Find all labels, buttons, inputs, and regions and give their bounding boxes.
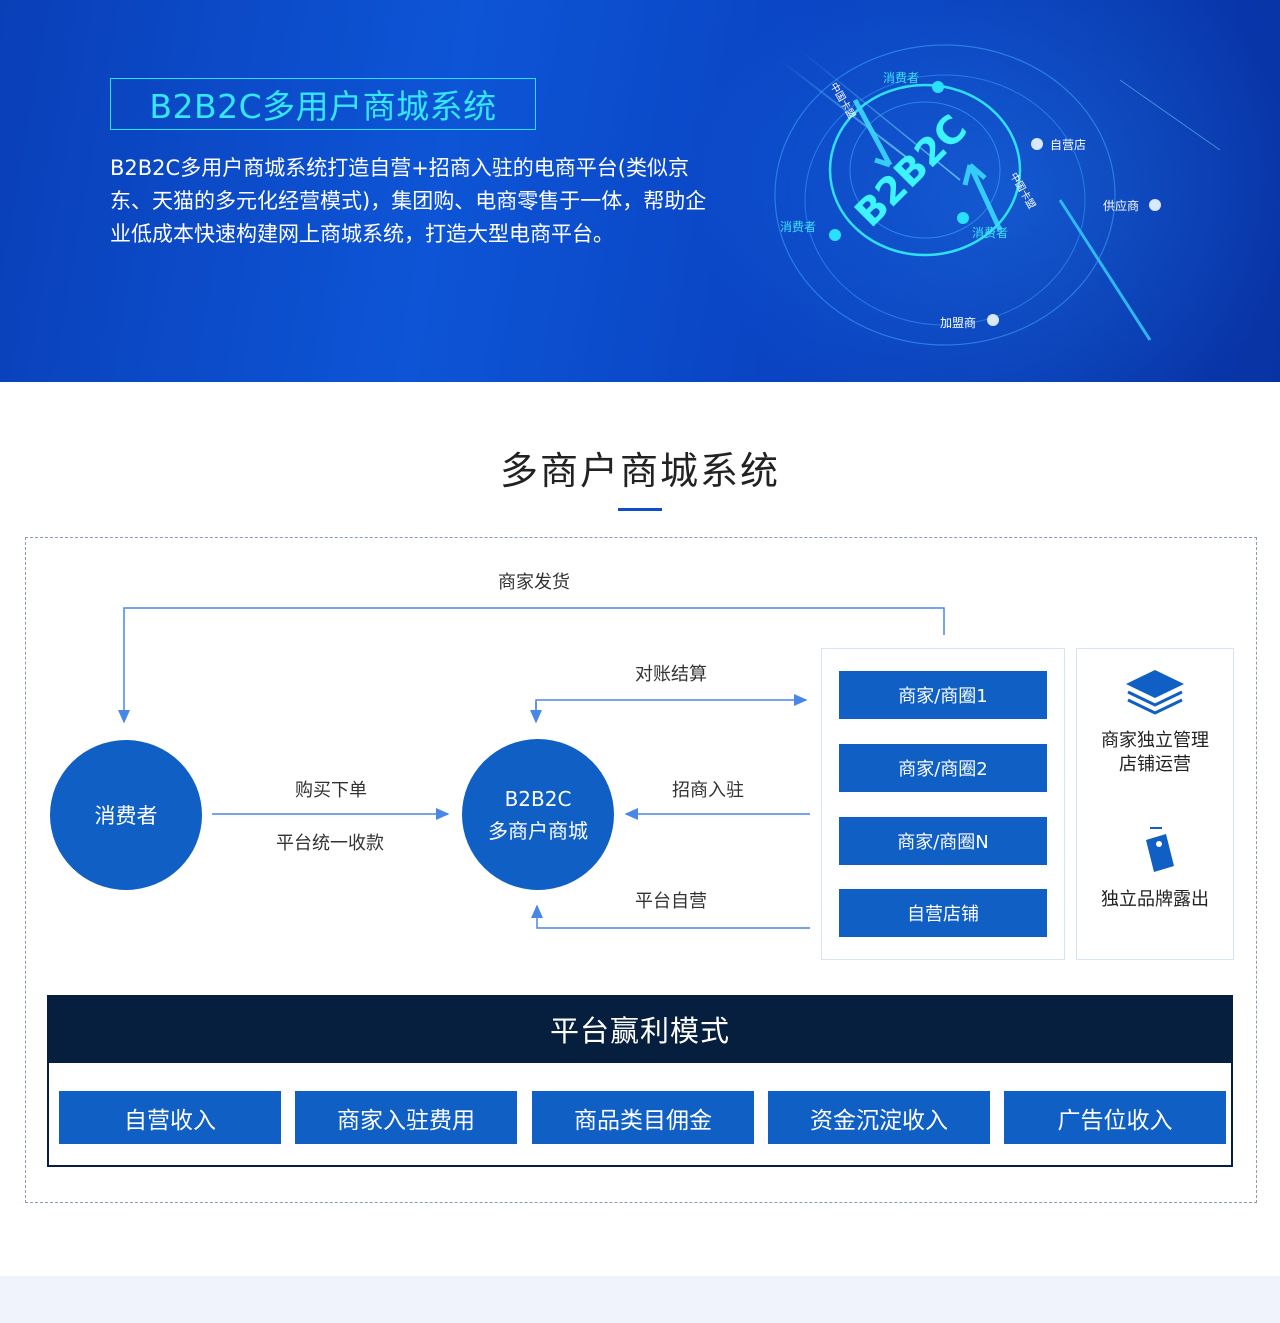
node-franchisee: 加盟商 [940, 314, 999, 330]
profit-item: 商品类目佣金 [532, 1091, 754, 1144]
hero-title-box: B2B2C多用户商城系统 [110, 78, 536, 130]
streak-line [1058, 199, 1152, 341]
consumer-label: 消费者 [94, 804, 158, 828]
hub-label-line1: B2B2C [504, 786, 572, 811]
merchant-item: 自营店铺 [839, 889, 1047, 937]
profit-item: 商家入驻费用 [295, 1091, 517, 1144]
consumer-node: 消费者 [50, 740, 202, 890]
streak-line [1119, 79, 1220, 151]
merchant-panel [821, 648, 1065, 960]
label-unified-payment: 平台统一收款 [276, 833, 384, 854]
label-settlement: 对账结算 [635, 664, 707, 685]
tag-icon [1146, 827, 1174, 872]
streak-line [779, 59, 911, 161]
svg-text:加盟商: 加盟商 [940, 315, 976, 330]
label-merchant-ship: 商家发货 [498, 572, 570, 593]
orbit-ring [774, 44, 1116, 346]
label-buy-order: 购买下单 [295, 780, 367, 801]
outbound-arrow-icon [962, 163, 1003, 232]
footer-strip [0, 1276, 1280, 1323]
orbit-ring [804, 74, 1086, 326]
label-merchant-join: 招商入驻 [672, 780, 744, 801]
hub-label-line2: 多商户商城 [488, 818, 588, 843]
label-platform-self: 平台自营 [635, 891, 707, 912]
svg-text:自营店: 自营店 [1050, 138, 1086, 152]
inbound-arrow-icon [852, 98, 893, 168]
profit-item: 资金沉淀收入 [768, 1091, 990, 1144]
orbit-ring [828, 83, 1022, 257]
merchant-item: 商家/商圈1 [839, 671, 1047, 719]
merchant-item: 商家/商圈2 [839, 744, 1047, 792]
svg-text:供应商: 供应商 [1103, 198, 1139, 213]
hero-description: B2B2C多用户商城系统打造自营+招商入驻的电商平台(类似京东、天猫的多元化经营… [110, 156, 707, 246]
hero-banner: B2B2C多用户商城系统 B2B2C多用户商城系统打造自营+招商入驻的电商平台(… [0, 0, 1280, 382]
orbit-ring [849, 101, 1001, 239]
hero-glow [640, 0, 1280, 382]
feature-panel [1076, 648, 1234, 960]
node-consumer-top: 消费者 [883, 71, 944, 93]
svg-text:消费者: 消费者 [883, 71, 919, 85]
feature-brand: 独立品牌露出 [1101, 889, 1209, 910]
diagram-frame [25, 537, 1257, 1203]
svg-text:消费者: 消费者 [780, 220, 816, 234]
feature-manage-line1: 商家独立管理 [1101, 730, 1209, 751]
merchant-item: 商家/商圈N [839, 817, 1047, 865]
profit-item: 广告位收入 [1004, 1091, 1226, 1144]
layers-icon [1126, 670, 1184, 715]
node-consumer-left: 消费者 [780, 220, 841, 241]
feature-manage-line2: 店铺运营 [1119, 754, 1191, 775]
svg-text:消费者: 消费者 [972, 226, 1008, 240]
profit-item: 自营收入 [59, 1091, 281, 1144]
node-supplier: 供应商 [1103, 198, 1161, 213]
profit-body [47, 1063, 1233, 1167]
node-consumer-mid: 消费者 [957, 212, 1008, 240]
profit-title: 平台赢利模式 [549, 1014, 730, 1048]
section-underline [618, 508, 662, 511]
hero-illustration: B2B2C 中国卡盟 中国卡盟 消费者 自营店 供应商 消费者 消费者 加盟商 [774, 44, 1220, 346]
node-self-store: 自营店 [1031, 138, 1086, 152]
profit-header: 平台赢利模式 [47, 995, 1233, 1063]
b2b2c-hub-node: B2B2C 多商户商城 [462, 739, 614, 890]
hero-title: B2B2C多用户商城系统 [149, 87, 497, 126]
section-title: 多商户商城系统 [499, 449, 780, 493]
